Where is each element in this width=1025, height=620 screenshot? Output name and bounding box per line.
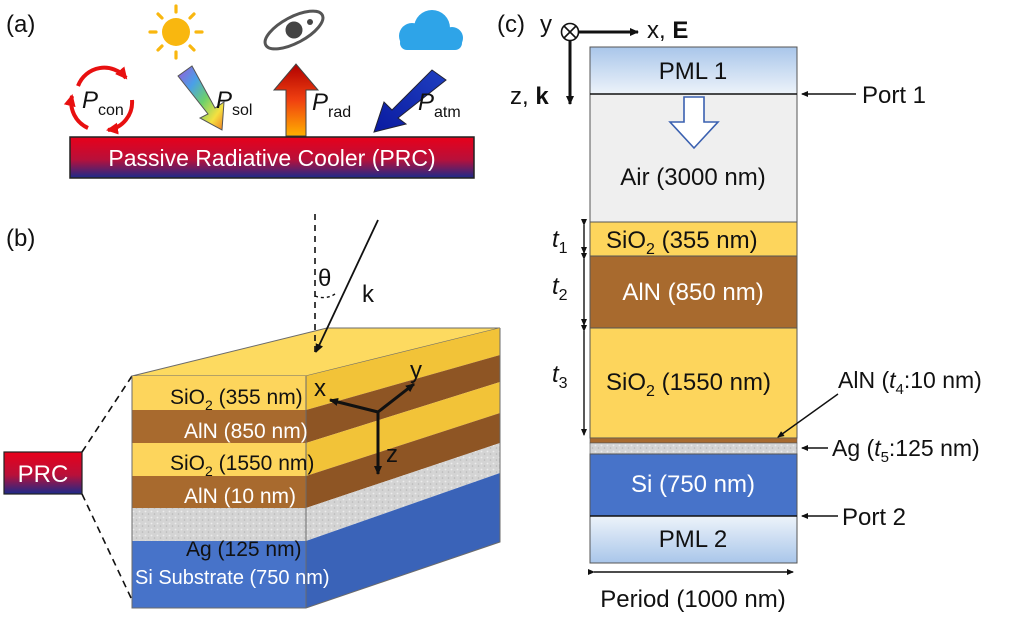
layer-4-side	[306, 413, 500, 508]
layer-6-side	[306, 473, 500, 608]
si-750-label: Si (750 nm)	[631, 471, 755, 498]
x-axis-arrow	[329, 398, 379, 414]
aln-10-region	[589, 437, 798, 444]
cycle-arrows-icon	[63, 65, 135, 135]
port1-label: Port 1	[862, 82, 926, 109]
period-label: Period (1000 nm)	[600, 586, 785, 613]
theta-arc	[314, 293, 336, 299]
t2-label: t2	[552, 273, 568, 304]
aln-t4-label: AlN (t4:10 nm)	[838, 367, 982, 398]
t3-label: t3	[552, 361, 568, 392]
p-rad-label: Prad	[312, 89, 351, 121]
layer-5-side	[306, 443, 500, 541]
aln-850-label: AlN (850 nm)	[622, 279, 763, 306]
sio2-1550-label: SiO2 (1550 nm)	[606, 369, 771, 400]
axis-z-label: z	[386, 441, 398, 468]
theta-label: θ	[318, 265, 331, 292]
layer-6-front	[132, 541, 306, 608]
layer-2-side	[306, 355, 500, 443]
port2-label: Port 2	[842, 504, 906, 531]
p-sol-label: Psol	[216, 87, 252, 119]
ag-t5-label: Ag (t5:125 nm)	[832, 435, 980, 466]
panel-c-label: (c)	[497, 11, 525, 38]
layer-3-front	[132, 443, 306, 476]
layer-2-front	[132, 410, 306, 443]
stack-label-aln-850: AlN (850 nm)	[184, 420, 308, 443]
k-label: k	[362, 281, 375, 308]
into-page-icon	[560, 22, 580, 42]
ag-125-region	[589, 442, 798, 455]
pml1-region	[589, 46, 798, 95]
aln-t4-pointer	[777, 393, 839, 438]
layer-3-side	[306, 382, 500, 476]
stack-label-ag-125: Ag (125 nm)	[186, 538, 302, 561]
p-atm-label: Patm	[418, 89, 461, 121]
coord-y-label: y	[540, 11, 552, 38]
layer-1-front	[132, 376, 306, 410]
solar-arrow	[177, 65, 225, 131]
prc-small-bar	[3, 451, 83, 495]
panel-c: (c) y x, E z, k PML 1 Air (3000 nm) SiO2…	[497, 11, 982, 613]
coord-x-label: x, E	[647, 17, 688, 44]
pml1-label: PML 1	[659, 58, 727, 85]
layer-5-front	[132, 508, 306, 541]
prc-small-label: PRC	[18, 461, 69, 488]
panel-b-label: (b)	[6, 225, 35, 252]
galaxy-icon	[263, 9, 325, 51]
panel-a-label: (a)	[6, 11, 35, 38]
panel-a: (a) Pcon Psol	[6, 4, 475, 179]
layer-4-front	[132, 476, 306, 508]
radiation-arrow	[272, 63, 320, 137]
axis-x-label: x	[314, 375, 326, 402]
t1-label: t1	[552, 226, 568, 257]
zoom-line-bottom	[81, 493, 133, 601]
pml2-region	[589, 515, 798, 564]
stack-label-aln-10: AlN (10 nm)	[184, 485, 296, 508]
sio2-355-label: SiO2 (355 nm)	[606, 227, 758, 258]
prc-bar	[69, 136, 475, 179]
coord-z-label: z, k	[510, 83, 549, 110]
layer-stack	[131, 328, 501, 609]
stack-label-sio2-1550: SiO2 (1550 nm)	[170, 452, 314, 479]
panel-b: (b) PRC SiO2 (355 nm) AlN (85	[3, 214, 501, 609]
y-axis-arrow	[377, 382, 415, 414]
incident-open-arrow	[668, 96, 720, 150]
axis-y-label: y	[410, 357, 422, 384]
sun-icon	[148, 4, 204, 60]
layer-1-side	[306, 328, 500, 410]
sio2-355-region	[589, 221, 798, 257]
aln-850-region	[589, 255, 798, 329]
atmosphere-arrow	[373, 69, 447, 133]
prc-bar-label: Passive Radiative Cooler (PRC)	[108, 145, 435, 171]
air-label: Air (3000 nm)	[620, 164, 765, 191]
p-con-label: Pcon	[82, 87, 124, 119]
stack-label-sio2-355: SiO2 (355 nm)	[170, 386, 303, 413]
pml2-label: PML 2	[659, 526, 727, 553]
stack-label-si-substrate: Si Substrate (750 nm)	[135, 567, 330, 589]
zoom-line-top	[81, 375, 133, 453]
cloud-icon	[399, 10, 463, 50]
wave-vector-arrow	[315, 219, 379, 353]
